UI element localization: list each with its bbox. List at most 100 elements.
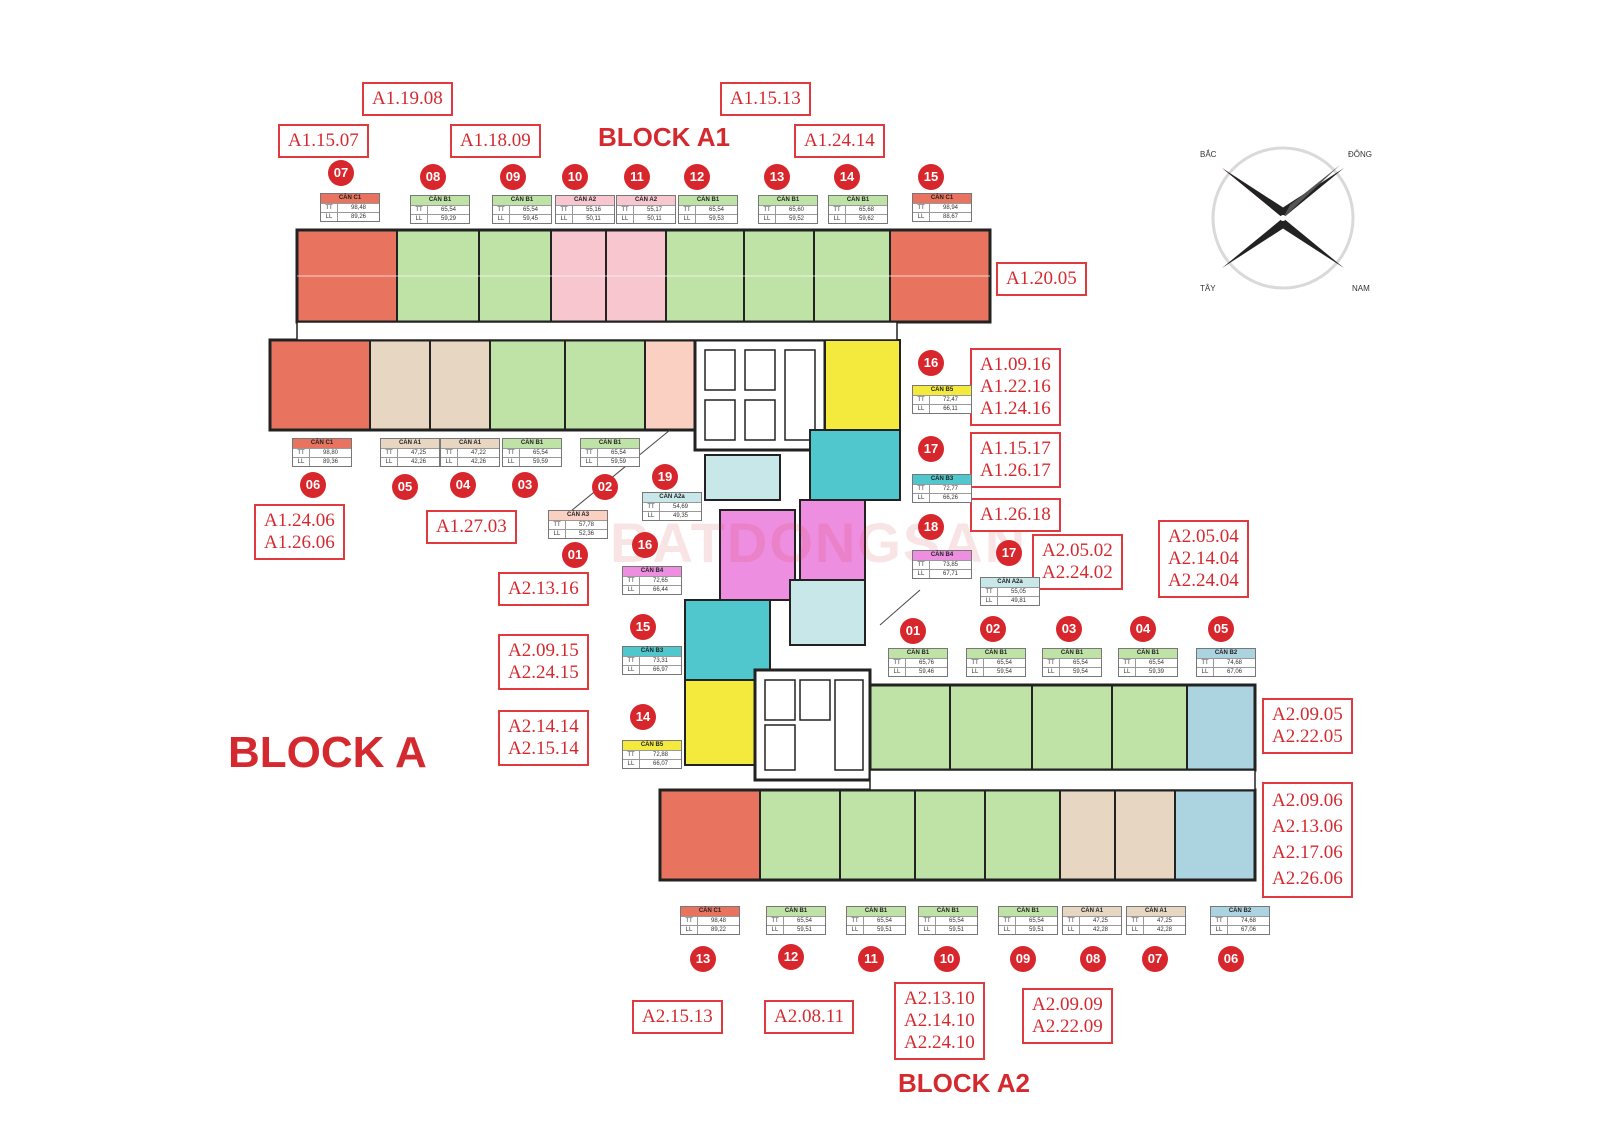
area-row-value: 66,11 <box>943 406 958 412</box>
area-row-value: 98,80 <box>322 450 338 456</box>
lift-shaft <box>799 679 831 721</box>
unit-number: 17 <box>996 540 1022 566</box>
area-row-value: 65,54 <box>1148 660 1164 666</box>
lift-shaft <box>704 399 736 441</box>
unit-number: 03 <box>512 472 538 498</box>
area-row-value: 59,53 <box>708 216 724 222</box>
unit-code-box: A1.18.09 <box>450 124 541 158</box>
unit-number: 04 <box>1130 616 1156 642</box>
area-row-value: 50,11 <box>586 216 601 222</box>
unit-code-box: A1.19.08 <box>362 82 453 116</box>
unit-a1-05 <box>370 340 430 430</box>
area-row-value: 42,26 <box>470 459 486 465</box>
area-row-key: TT <box>623 577 640 585</box>
area-row-value: 59,29 <box>440 216 456 222</box>
unit-code: A1.18.09 <box>460 130 531 151</box>
area-row-key: LL <box>913 213 930 221</box>
area-row-value: 65,54 <box>1072 660 1088 666</box>
area-row-value: 42,26 <box>410 459 426 465</box>
unit-number: 08 <box>1080 946 1106 972</box>
area-row-key: LL <box>759 215 776 223</box>
area-table-title: CĂN B4 <box>913 551 971 560</box>
area-row-key: LL <box>847 926 864 934</box>
unit-code: A1.15.07 <box>288 130 359 151</box>
area-table-title: CĂN B1 <box>919 907 977 916</box>
unit-number: 09 <box>500 164 526 190</box>
area-row-key: TT <box>913 561 930 569</box>
area-row-key: TT <box>1197 659 1214 667</box>
area-table-title: CĂN B1 <box>829 196 887 205</box>
area-row-value: 59,54 <box>1072 669 1088 675</box>
area-row-key: TT <box>556 206 573 214</box>
area-row-value: 54,69 <box>672 504 688 510</box>
area-row-key: LL <box>913 494 930 502</box>
area-table-title: CĂN B2 <box>1197 649 1255 658</box>
unit-code: A2.09.05 <box>1272 704 1343 725</box>
unit-code: A2.05.02 <box>1042 540 1113 561</box>
unit-a1-06 <box>270 340 370 430</box>
unit-a1-19 <box>704 454 781 501</box>
area-row-key: LL <box>321 213 338 221</box>
area-table-title: CĂN B1 <box>1119 649 1177 658</box>
unit-code-box: A1.27.03 <box>426 510 517 544</box>
unit-code: A2.14.10 <box>904 1010 975 1031</box>
area-table-title: CĂN C1 <box>293 439 351 448</box>
core-a2 <box>753 668 872 782</box>
leader-line <box>879 589 921 626</box>
unit-a2-10 <box>915 790 985 880</box>
unit-code: A2.13.16 <box>508 578 579 599</box>
area-row-value: 55,05 <box>1010 589 1026 595</box>
corridor <box>296 321 898 341</box>
block-a1-right-wing <box>809 339 901 501</box>
area-table-title: CĂN B1 <box>411 196 469 205</box>
area-row-value: 73,85 <box>942 562 958 568</box>
unit-code: A2.15.14 <box>508 738 579 759</box>
area-row-value: 65,54 <box>1028 918 1044 924</box>
unit-code-box: A2.08.11 <box>764 1000 855 1034</box>
compass-needle <box>1276 168 1344 218</box>
area-row-value: 89,36 <box>322 459 338 465</box>
unit-code: A2.26.06 <box>1272 868 1343 889</box>
area-row-value: 59,52 <box>788 216 804 222</box>
unit-a1-17 <box>809 429 901 501</box>
area-row-key: TT <box>441 449 458 457</box>
area-table-title: CĂN B3 <box>913 475 971 484</box>
unit-code: A2.24.02 <box>1042 562 1113 583</box>
area-row-key: LL <box>1127 926 1144 934</box>
area-row-value: 50,11 <box>647 216 662 222</box>
area-row-key: TT <box>913 485 930 493</box>
area-row-value: 65,54 <box>708 207 724 213</box>
area-row-value: 47,25 <box>1092 918 1108 924</box>
area-row-value: 59,51 <box>948 927 964 933</box>
